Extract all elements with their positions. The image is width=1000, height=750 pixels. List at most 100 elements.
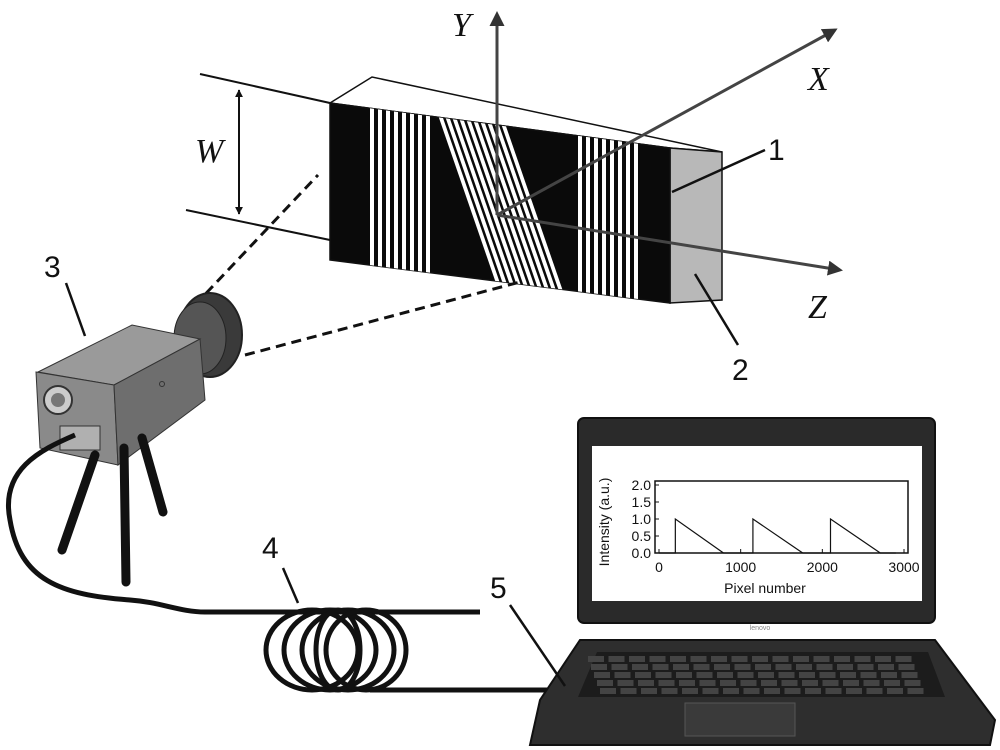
grating-stripe [610, 135, 614, 301]
keyboard-key [758, 672, 774, 678]
callout-2: 2 [732, 354, 749, 387]
keyboard-key [611, 664, 628, 670]
keyboard-key [796, 664, 812, 670]
keyboard-key [860, 672, 877, 678]
keyboard-key [614, 672, 631, 678]
y-axis-label: Y [452, 7, 474, 44]
tripod-leg [57, 450, 100, 555]
grating-stripe-slanted [451, 114, 515, 288]
keyboard-key [693, 664, 710, 670]
keyboard-key [702, 688, 719, 694]
keyboard-key [846, 688, 862, 694]
keyboard-key [898, 664, 915, 670]
width-label: W [195, 133, 226, 170]
x-tick-label: 2000 [807, 559, 838, 575]
keyboard-key [895, 656, 912, 662]
keyboard-key [761, 680, 777, 686]
keyboard-key [600, 688, 616, 694]
keyboard-key [866, 688, 883, 694]
callout-1: 1 [768, 134, 785, 167]
keyboard-key [658, 680, 675, 686]
laptop-screen [592, 446, 922, 601]
grating-stripe-slanted [486, 118, 550, 293]
keyboard-key [720, 680, 736, 686]
keyboard-key [661, 688, 678, 694]
keyboard-key [737, 672, 754, 678]
tripod-leg [137, 433, 168, 517]
keyboard-key [682, 688, 698, 694]
grating-stripe [426, 110, 430, 278]
keyboard-key [784, 688, 801, 694]
keyboard-key [588, 656, 604, 662]
laptop: lenovo [528, 417, 997, 746]
keyboard-key [904, 680, 921, 686]
keyboard-key [731, 656, 748, 662]
grating-stripe [634, 138, 638, 303]
y-tick-label: 0.0 [632, 545, 652, 561]
x-tick-label: 1000 [725, 559, 756, 575]
grating-stripe-slanted [493, 119, 557, 294]
grating-stripe-slanted [500, 120, 564, 295]
camera-side [113, 338, 206, 466]
grating-stripe [626, 137, 630, 303]
keyboard-key [743, 688, 760, 694]
keyboard-key [655, 672, 672, 678]
y-tick-label: 1.0 [632, 511, 652, 527]
keyboard-key [816, 664, 833, 670]
keyboard-key [629, 656, 645, 662]
tripod-leg [119, 443, 131, 587]
grating-stripe [586, 131, 590, 298]
grating-stripe [418, 109, 422, 277]
keyboard-key [819, 672, 836, 678]
chart-plot-frame [654, 480, 909, 554]
keyboard-key [617, 680, 634, 686]
grating-stripe-slanted [458, 114, 522, 289]
keyboard-key [597, 680, 613, 686]
width-guide-top [199, 73, 331, 104]
keyboard-key [638, 680, 654, 686]
keyboard-key [673, 664, 689, 670]
keyboard-key [822, 680, 839, 686]
keyboard-key [799, 672, 815, 678]
intensity-series-line [659, 517, 896, 554]
grating-stripe-slanted [437, 112, 501, 287]
keyboard-key [901, 672, 918, 678]
grating-stripe [394, 106, 398, 274]
keyboard-key [772, 656, 789, 662]
grating-stripe [618, 136, 622, 302]
keyboard-key [740, 680, 757, 686]
keyboard-key [884, 680, 900, 686]
keyboard-key [649, 656, 666, 662]
keyboard-key [632, 664, 648, 670]
grating-stripe [578, 130, 582, 297]
y-tick-label: 0.5 [632, 528, 652, 544]
keyboard-key [723, 688, 739, 694]
keyboard-key [594, 672, 610, 678]
callout-2-leader [693, 273, 740, 346]
grating-stripe [602, 134, 606, 300]
callout-5-leader [508, 604, 567, 687]
fov-line-upper [193, 173, 320, 307]
callout-3: 3 [44, 251, 61, 284]
callout-4-leader [281, 567, 300, 604]
block-side [669, 147, 723, 304]
laptop-touchpad [684, 702, 796, 737]
keyboard-key [752, 656, 768, 662]
keyboard-key [696, 672, 713, 678]
x-axis-title: Pixel number [724, 580, 806, 596]
keyboard-key [679, 680, 695, 686]
keyboard-key [843, 680, 859, 686]
grating-stripe [386, 105, 390, 273]
keyboard-key [802, 680, 818, 686]
keyboard-key [670, 656, 686, 662]
keyboard-key [854, 656, 871, 662]
keyboard-key [775, 664, 792, 670]
keyboard-key [793, 656, 809, 662]
z-axis [496, 213, 843, 276]
grating-front [329, 102, 671, 304]
fov-line-lower [244, 280, 521, 357]
keyboard-key [652, 664, 669, 670]
grating-stripe [410, 108, 414, 276]
keyboard-key [881, 672, 897, 678]
